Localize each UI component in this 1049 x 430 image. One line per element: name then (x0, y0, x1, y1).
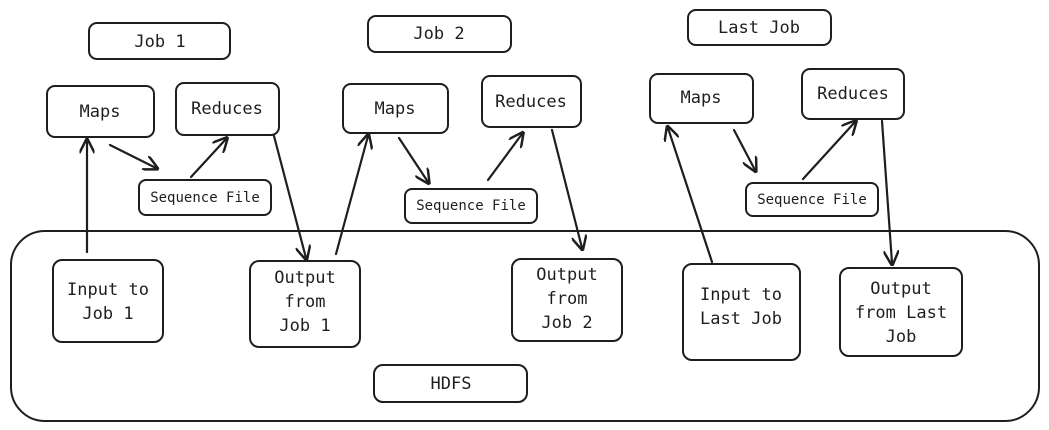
job-1-title: Job 1 (134, 32, 185, 52)
hdfs-container (10, 230, 1040, 422)
job-1-sequence-file-box (138, 179, 272, 216)
last-job-title: Last Job (718, 18, 800, 38)
job-1-output-line-3: Job 1 (279, 316, 330, 336)
hdfs-label-box (373, 364, 528, 403)
job-1-maps-box (46, 85, 155, 138)
last-job-maps-label: Maps (681, 88, 722, 108)
job-1-output-line-1: Output (274, 268, 335, 288)
job-1-maps-to-sequence-arrow (108, 143, 156, 168)
last-job-maps-to-sequence-arrow (732, 128, 755, 170)
last-job-output-line-2: from Last (855, 303, 947, 323)
job-1-input-line-2: Job 1 (82, 304, 133, 324)
last-job-output-line-1: Output (870, 279, 931, 299)
last-job-input-to-maps-arrow (668, 128, 714, 264)
last-job-reduces-to-output-arrow (880, 119, 892, 263)
job-1-reduces-to-output-arrow (272, 134, 306, 258)
last-job-output-line-3: Job (886, 327, 917, 347)
job-1-reduces-label: Reduces (191, 99, 263, 119)
last-job-input-line-1: Input to (700, 285, 782, 305)
job-2-reduces-to-output-arrow (550, 128, 582, 248)
job-1-sequence-to-reduces-arrow (189, 139, 226, 179)
last-job-maps-box (649, 73, 754, 124)
job-2-title: Job 2 (413, 24, 464, 44)
job-1-input-line-1: Input to (67, 280, 149, 300)
last-job-output-box (839, 267, 963, 357)
job-2-sequence-file-box (404, 188, 538, 224)
job-2-maps-box (342, 83, 449, 134)
job-2-title-box (367, 15, 512, 53)
job-2-output-line-2: from (547, 289, 588, 309)
last-job-sequence-file-label: Sequence File (757, 192, 867, 208)
last-job-input-line-2: Last Job (700, 309, 782, 329)
job-1-input-box (52, 259, 164, 343)
job-2-maps-label: Maps (375, 99, 416, 119)
last-job-input-box (682, 263, 801, 361)
last-job-reduces-label: Reduces (817, 84, 889, 104)
job-2-output-line-3: Job 2 (541, 313, 592, 333)
job-2-sequence-to-reduces-arrow (486, 134, 522, 182)
last-job-sequence-file-box (745, 182, 879, 217)
job-1-output-line-2: from (285, 292, 326, 312)
job-2-reduces-box (481, 75, 582, 128)
job-1-title-box (88, 22, 231, 60)
job-1-output-to-job-2-maps-arrow (334, 136, 368, 256)
job-1-sequence-file-label: Sequence File (150, 190, 260, 206)
last-job-title-box (687, 9, 832, 46)
job-2-output-line-1: Output (536, 265, 597, 285)
job-2-maps-to-sequence-arrow (397, 136, 428, 182)
job-2-reduces-label: Reduces (495, 92, 567, 112)
job-1-maps-label: Maps (80, 102, 121, 122)
last-job-sequence-to-reduces-arrow (801, 122, 855, 181)
job-2-sequence-file-label: Sequence File (416, 198, 526, 214)
hdfs-label: HDFS (431, 374, 472, 394)
job-2-output-box (511, 258, 623, 342)
